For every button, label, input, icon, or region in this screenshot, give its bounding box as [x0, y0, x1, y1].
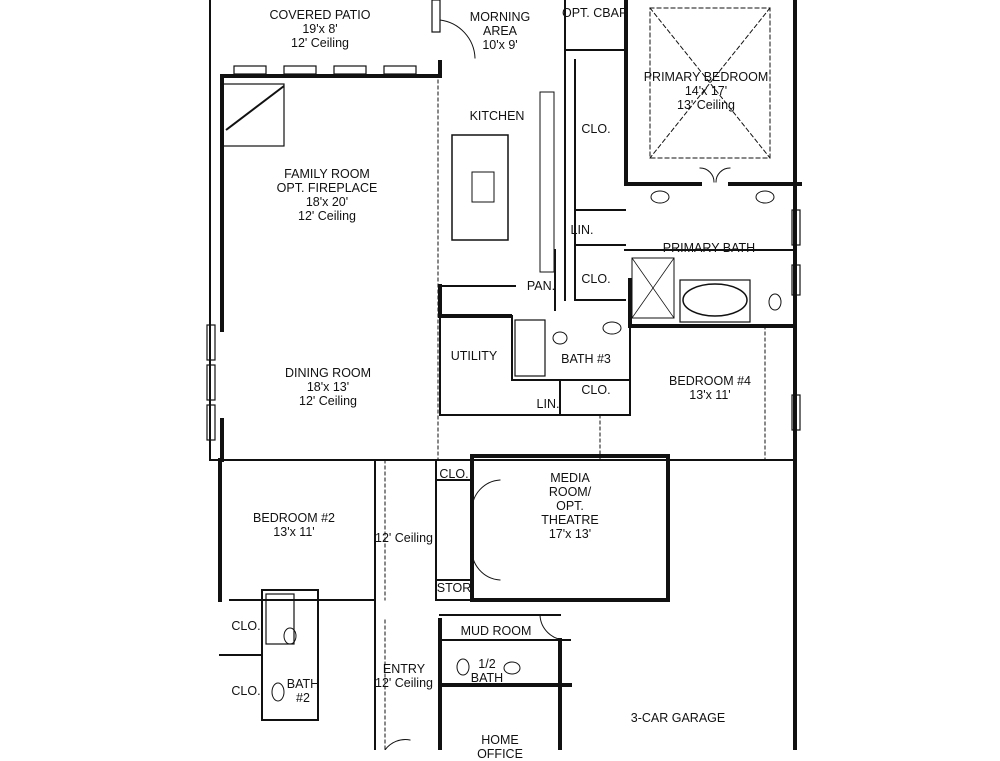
label-media-room: MEDIA ROOM/ OPT. THEATRE 17'x 13' — [541, 471, 598, 541]
bedroom2-name: BEDROOM #2 — [253, 511, 335, 525]
label-clo-bed4: CLO. — [581, 383, 610, 397]
mud-room-name: MUD ROOM — [460, 624, 532, 638]
label-bath2: BATH #2 — [287, 677, 319, 705]
morning-area-name: MORNING — [469, 10, 531, 24]
bath2-name: BATH — [286, 677, 320, 691]
kitchen-name: KITCHEN — [469, 109, 525, 123]
bath3-name: BATH #3 — [561, 352, 611, 366]
primary-tub — [682, 283, 748, 317]
clo-media-name: CLO. — [439, 467, 469, 481]
lin-bath3-name: LIN. — [536, 397, 560, 411]
kitchen-island — [451, 134, 509, 241]
home-office-name-2: OFFICE — [477, 747, 523, 761]
morning-area-name-2: AREA — [482, 24, 518, 38]
label-clo-primary-1: CLO. — [581, 122, 610, 136]
primary-bedroom-ceiling: 13' Ceiling — [677, 98, 735, 112]
label-stor: STOR — [437, 581, 472, 595]
clo-bed2-b-name: CLO. — [231, 684, 261, 698]
family-room-fireplace: OPT. FIREPLACE — [276, 181, 378, 195]
pan-name: PAN. — [526, 279, 556, 293]
label-clo-bed2-a: CLO. — [231, 619, 260, 633]
covered-patio-name: COVERED PATIO — [269, 8, 371, 22]
label-bedroom4: BEDROOM #4 13'x 11' — [669, 374, 751, 402]
hall-ceiling-name: 12' Ceiling — [375, 531, 433, 545]
label-bath3: BATH #3 — [561, 352, 611, 366]
label-home-office: HOME OFFICE — [477, 733, 523, 761]
opt-cbar-name: OPT. CBAR — [562, 6, 628, 20]
entry-name: ENTRY — [382, 662, 426, 676]
label-bedroom2: BEDROOM #2 13'x 11' — [253, 511, 335, 539]
clo-bed2-a-name: CLO. — [231, 619, 261, 633]
label-clo-media: CLO. — [439, 467, 468, 481]
home-office-name: HOME — [481, 733, 519, 747]
dining-room-name: DINING ROOM — [284, 366, 372, 380]
covered-patio-size: 19'x 8' — [302, 22, 338, 36]
exterior-walls — [218, 0, 802, 750]
stor-name: STOR — [436, 581, 472, 595]
clo-bed4-name: CLO. — [581, 383, 611, 397]
media-room-size: 17'x 13' — [548, 527, 592, 541]
label-family-room: FAMILY ROOM OPT. FIREPLACE 18'x 20' 12' … — [277, 167, 378, 223]
label-primary-bedroom: PRIMARY BEDROOM 14'x 17' 13' Ceiling — [644, 70, 769, 112]
kitchen-counter — [539, 91, 555, 273]
family-room-size: 18'x 20' — [305, 195, 349, 209]
bath2-number: #2 — [296, 691, 310, 705]
dashed-boundaries — [384, 79, 766, 750]
family-room-ceiling: 12' Ceiling — [298, 209, 356, 223]
label-clo-primary-2: CLO. — [581, 272, 610, 286]
clo-primary-2-name: CLO. — [581, 272, 611, 286]
door-swings — [384, 19, 731, 750]
label-primary-bath: PRIMARY BATH — [663, 241, 755, 255]
primary-bedroom-size: 14'x 17' — [684, 84, 728, 98]
primary-bath-name: PRIMARY BATH — [662, 241, 756, 255]
dining-room-ceiling: 12' Ceiling — [299, 394, 357, 408]
media-room-theatre: THEATRE — [541, 513, 599, 527]
clo-primary-1-name: CLO. — [581, 122, 611, 136]
bedroom4-size: 13'x 11' — [689, 388, 731, 402]
label-entry: ENTRY 12' Ceiling — [375, 662, 433, 690]
morning-area-size: 10'x 9' — [482, 38, 518, 52]
label-utility: UTILITY — [451, 349, 498, 363]
kitchen-sink — [471, 171, 495, 203]
label-kitchen: KITCHEN — [470, 109, 525, 123]
bedroom2-size: 13'x 11' — [273, 525, 315, 539]
utility-name: UTILITY — [450, 349, 498, 363]
label-lin-bath3: LIN. — [537, 397, 560, 411]
fireplace — [225, 85, 285, 131]
label-lin-primary: LIN. — [571, 223, 594, 237]
bath2-tub — [265, 593, 295, 645]
primary-shower — [631, 257, 675, 319]
label-garage: 3-CAR GARAGE — [631, 711, 725, 725]
lin-primary-name: LIN. — [570, 223, 594, 237]
windows — [206, 0, 801, 441]
label-mud-room: MUD ROOM — [461, 624, 532, 638]
half-bath-fraction: 1/2 — [478, 657, 496, 671]
half-bath-name: BATH — [470, 671, 504, 685]
family-room-name: FAMILY ROOM — [284, 167, 370, 181]
entry-ceiling: 12' Ceiling — [375, 676, 433, 690]
label-half-bath: 1/2 BATH — [471, 657, 503, 685]
bath3-tub — [514, 319, 546, 377]
label-clo-bed2-b: CLO. — [231, 684, 260, 698]
label-morning-area: MORNING AREA 10'x 9' — [470, 10, 530, 52]
media-room-name: MEDIA — [550, 471, 590, 485]
bedroom4-name: BEDROOM #4 — [669, 374, 751, 388]
covered-patio-ceiling: 12' Ceiling — [291, 36, 349, 50]
media-room-opt: OPT. — [556, 499, 584, 513]
media-room-name-2: ROOM/ — [548, 485, 592, 499]
garage-name: 3-CAR GARAGE — [630, 711, 726, 725]
label-opt-cbar: OPT. CBAR — [562, 6, 628, 20]
label-hall-ceiling: 12' Ceiling — [375, 531, 433, 545]
label-covered-patio: COVERED PATIO 19'x 8' 12' Ceiling — [270, 8, 371, 50]
label-pan: PAN. — [527, 279, 555, 293]
tray-ceiling — [649, 7, 771, 159]
primary-bedroom-name: PRIMARY BEDROOM — [643, 70, 769, 84]
label-dining-room: DINING ROOM 18'x 13' 12' Ceiling — [285, 366, 371, 408]
dining-room-size: 18'x 13' — [306, 380, 350, 394]
